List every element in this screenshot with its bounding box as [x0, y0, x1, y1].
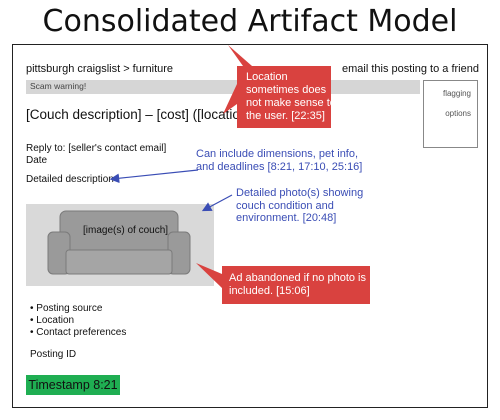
reply-to-line: Reply to: [seller's contact email] [26, 143, 167, 154]
photo-note-arrow [201, 194, 233, 212]
abandoned-callout [196, 263, 370, 304]
list-item: • Contact preferences [30, 327, 127, 338]
callout-line: included. [15:06] [229, 285, 310, 297]
note-line: Can include dimensions, pet info, [196, 148, 359, 160]
scam-warning-text: Scam warning! [30, 81, 87, 91]
options-label: options [445, 109, 471, 118]
abandoned-callout-text: Ad abandoned if no photo is included. [1… [229, 272, 366, 298]
breadcrumb: pittsburgh craigslist > furniture [26, 63, 174, 75]
flagging-label: flagging [442, 89, 471, 98]
date-line: Date [26, 155, 48, 166]
side-options-box: flagging options [423, 80, 478, 148]
note-line: Detailed photo(s) showing [236, 187, 364, 199]
note-line: environment. [20:48] [236, 212, 337, 224]
couch-image-icon [47, 210, 191, 275]
timestamp-badge: Timestamp 8:21 [26, 375, 120, 395]
artifact-frame [12, 44, 488, 408]
note-line: couch condition and [236, 199, 334, 212]
callout-line: the user. [22:35] [246, 110, 325, 122]
note-line: and deadlines [8:21, 17:10, 25:16] [196, 160, 363, 173]
description-note: Can include dimensions, pet info, and de… [196, 148, 362, 173]
page-title: Consolidated Artifact Model [42, 4, 458, 39]
detailed-description-line: Detailed description [26, 174, 114, 185]
posting-details-list: • Posting source • Location • Contact pr… [30, 303, 126, 339]
posting-id-line: Posting ID [30, 349, 77, 360]
list-item: • Posting source [30, 303, 103, 314]
location-callout-text: Location sometimes does not make sense t… [246, 71, 336, 123]
email-posting-link: email this posting to a friend [342, 63, 479, 75]
callout-line: Location [246, 71, 288, 83]
callout-line: Ad abandoned if no photo is [229, 272, 367, 284]
photo-note: Detailed photo(s) showing couch conditio… [236, 187, 363, 225]
callout-line: not make sense to [246, 97, 336, 109]
callout-line: sometimes does [246, 84, 327, 96]
description-note-arrow [109, 169, 199, 184]
list-item: • Location [30, 315, 75, 326]
image-placeholder-label: [image(s) of couch] [83, 225, 169, 236]
posting-headline: [Couch description] – [cost] ([location]… [26, 107, 256, 122]
location-callout [223, 45, 331, 128]
